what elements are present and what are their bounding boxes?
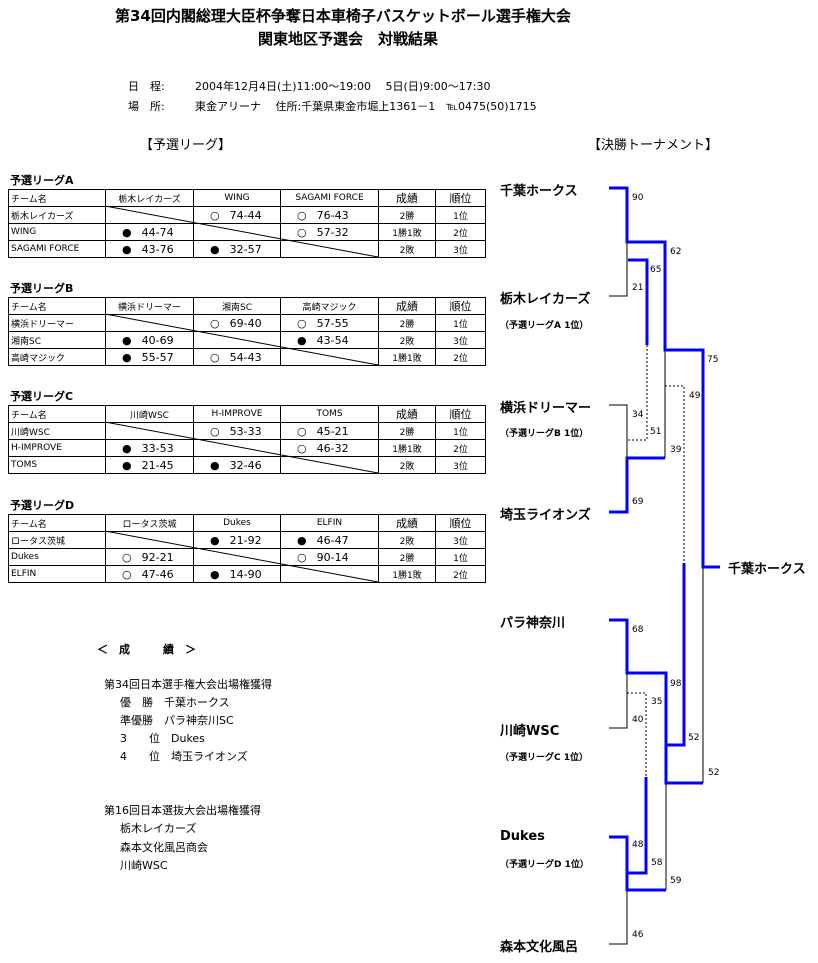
record: 2敗 bbox=[378, 456, 436, 474]
venue-label: 場 所: bbox=[128, 100, 165, 113]
bracket-score: 59 bbox=[670, 876, 682, 886]
bracket-score: 46 bbox=[632, 930, 644, 940]
bracket-dotted-lines bbox=[627, 345, 685, 777]
bracket-score: 65 bbox=[650, 265, 662, 275]
league-title: 予選リーグC bbox=[10, 390, 74, 403]
result-item: 準優勝 パラ神奈川SC bbox=[120, 714, 234, 727]
bracket-score: 51 bbox=[650, 427, 662, 437]
league-title: 予選リーグB bbox=[10, 282, 74, 295]
bracket-team: 千葉ホークス bbox=[500, 184, 578, 199]
bracket-score: 62 bbox=[670, 247, 682, 257]
rank: 3位 bbox=[435, 240, 486, 258]
bracket-score: 35 bbox=[651, 697, 663, 707]
bracket-winner-lines bbox=[609, 186, 720, 892]
bracket-team: 森本文化風呂 bbox=[500, 940, 579, 955]
column-header: 順位 bbox=[435, 189, 486, 207]
bracket-score: 69 bbox=[632, 497, 644, 507]
result-item: 森本文化風呂商会 bbox=[120, 841, 208, 854]
bracket-score: 34 bbox=[632, 410, 644, 420]
champion-label: 千葉ホークス bbox=[728, 562, 806, 577]
bracket-score: 75 bbox=[707, 355, 719, 365]
column-header: 順位 bbox=[435, 297, 486, 315]
bracket-lines bbox=[609, 242, 704, 945]
title-line-2: 関東地区予選会 対戦結果 bbox=[258, 30, 439, 48]
bracket-score: 68 bbox=[632, 625, 644, 635]
bracket-score: 90 bbox=[632, 193, 644, 203]
bracket-team: 川崎WSC bbox=[500, 724, 560, 739]
bracket-score: 39 bbox=[670, 445, 682, 455]
league-title: 予選リーグD bbox=[10, 499, 75, 512]
bracket-score: 48 bbox=[632, 840, 644, 850]
schedule-value: 2004年12月4日(土)11:00～19:00 5日(日)9:00～17:30 bbox=[195, 80, 491, 93]
bracket-team: 横浜ドリーマー bbox=[500, 401, 592, 416]
results-block2-title: 第16回日本選抜大会出場権獲得 bbox=[104, 804, 261, 817]
bracket-team: 埼玉ライオンズ bbox=[500, 508, 591, 523]
bracket-score: 52 bbox=[688, 733, 700, 743]
rank: 3位 bbox=[435, 456, 486, 474]
rank: 2位 bbox=[435, 348, 486, 366]
bracket-score: 98 bbox=[670, 679, 682, 689]
league-heading: 【予選リーグ】 bbox=[140, 138, 232, 153]
result-item: 4 位 埼玉ライオンズ bbox=[120, 750, 248, 763]
bracket-score: 21 bbox=[632, 283, 644, 293]
bracket-qualifier: （予選リーグA 1位） bbox=[500, 321, 589, 331]
title-line-1: 第34回内閣総理大臣杯争奪日本車椅子バスケットボール選手権大会 bbox=[115, 7, 571, 25]
bracket-score: 58 bbox=[651, 858, 663, 868]
bracket-score: 40 bbox=[632, 715, 644, 725]
team-name: 高崎マジック bbox=[8, 348, 106, 366]
bracket-qualifier: （予選リーグD 1位） bbox=[500, 860, 589, 870]
schedule-label: 日 程: bbox=[128, 80, 165, 93]
result-item: 栃木レイカーズ bbox=[120, 822, 197, 835]
result-item: 3 位 Dukes bbox=[120, 732, 205, 745]
bracket-team: 栃木レイカーズ bbox=[500, 292, 591, 307]
team-name: ELFIN bbox=[8, 565, 106, 583]
result-item: 川崎WSC bbox=[120, 859, 168, 872]
results-heading: ＜ 成 績 ＞ bbox=[97, 643, 196, 656]
league-title: 予選リーグA bbox=[10, 174, 74, 187]
column-header: 順位 bbox=[435, 405, 486, 423]
results-block1-title: 第34回日本選手権大会出場権獲得 bbox=[104, 678, 272, 691]
bracket-qualifier: （予選リーグB 1位） bbox=[500, 429, 589, 439]
bracket-team: パラ神奈川 bbox=[500, 616, 566, 631]
bracket-team: Dukes bbox=[500, 829, 545, 844]
bracket-qualifier: （予選リーグC 1位） bbox=[500, 753, 589, 763]
result-item: 優 勝 千葉ホークス bbox=[120, 696, 230, 709]
venue-value: 東金アリーナ 住所:千葉県東金市堀上1361－1 ℡0475(50)1715 bbox=[195, 100, 537, 113]
column-header: 順位 bbox=[435, 514, 486, 532]
bracket-score: 49 bbox=[689, 391, 701, 401]
rank: 2位 bbox=[435, 565, 486, 583]
tournament-heading: 【決勝トーナメント】 bbox=[588, 138, 719, 153]
record: 1勝1敗 bbox=[378, 348, 436, 366]
bracket-score: 52 bbox=[708, 768, 720, 778]
